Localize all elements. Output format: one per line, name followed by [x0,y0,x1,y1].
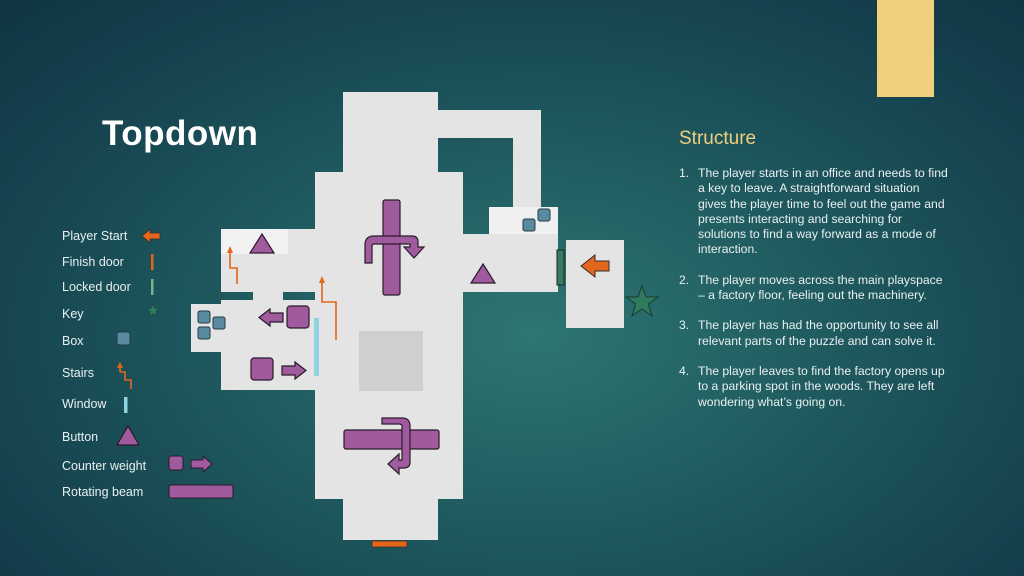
legend-label-box: Box [62,334,84,348]
legend-label-rotating-beam: Rotating beam [62,485,144,499]
box [537,208,551,222]
stairs-left [227,246,238,284]
legend-label-counter-weight: Counter weight [62,459,147,473]
list-item: 2. The player moves across the main plays… [679,273,949,304]
green-vertical-bar-icon [151,279,154,295]
window [314,318,319,376]
box [212,316,226,330]
legend-label-window: Window [62,397,107,411]
stairs-right [319,276,337,340]
legend: Player Start Finish door Locked door Key… [0,0,260,576]
exit-room [343,499,438,540]
blue-square-icon [116,331,131,346]
list-number: 4. [679,363,690,378]
legend-symbols [115,228,234,499]
green-star-icon [145,303,161,317]
finish-door [371,540,408,548]
floor-plan [191,92,624,540]
list-number: 3. [679,318,690,333]
top-room [343,92,438,172]
central-pillar [359,331,423,391]
button-right-room [469,262,497,284]
box [197,326,211,340]
left-room-mid [253,292,283,300]
legend-label-finish-door: Finish door [62,255,124,269]
legend-label-stairs: Stairs [62,366,94,380]
orange-arrow-left-icon [141,228,161,244]
orange-vertical-bar-icon [151,254,154,270]
list-number: 1. [679,166,690,180]
list-number: 2. [679,272,690,287]
box [197,310,211,324]
legend-label-locked-door: Locked door [62,280,131,294]
structure-heading: Structure [679,128,757,149]
list-text: The player starts in an office and needs… [698,166,948,257]
counter-weight-lower [250,357,307,381]
legend-label-key: Key [62,307,84,321]
list-item: 1. The player starts in an office and nee… [679,166,949,258]
rotating-beam-upper [364,199,426,296]
legend-label-player-start: Player Start [62,229,128,243]
button-left-room [248,232,276,254]
boxes [197,208,551,340]
counter-weight-upper [258,305,310,329]
list-item: 4. The player leaves to find the factory … [679,364,949,410]
box [522,218,536,232]
purple-triangle-icon [115,424,141,446]
purple-square-arrow-icon [168,454,213,474]
list-item: 3. The player has had the opportunity to … [679,318,949,349]
structure-list: 1. The player starts in an office and nee… [679,166,949,425]
key-star [624,284,660,318]
orange-stairs-arrow-icon [117,362,132,389]
list-text: The player leaves to find the factory op… [698,363,945,409]
purple-beam-icon [168,484,234,499]
office-room [566,240,624,328]
rotating-beam-lower [343,417,440,476]
player-start-arrow [580,253,610,279]
list-text: The player moves across the main playspa… [698,272,943,303]
locked-door [556,249,565,286]
list-text: The player has had the opportunity to se… [698,318,939,348]
legend-label-button: Button [62,430,99,444]
cyan-vertical-bar-icon [124,397,128,413]
slide-title: Topdown [102,114,259,153]
accent-tab [877,0,934,97]
